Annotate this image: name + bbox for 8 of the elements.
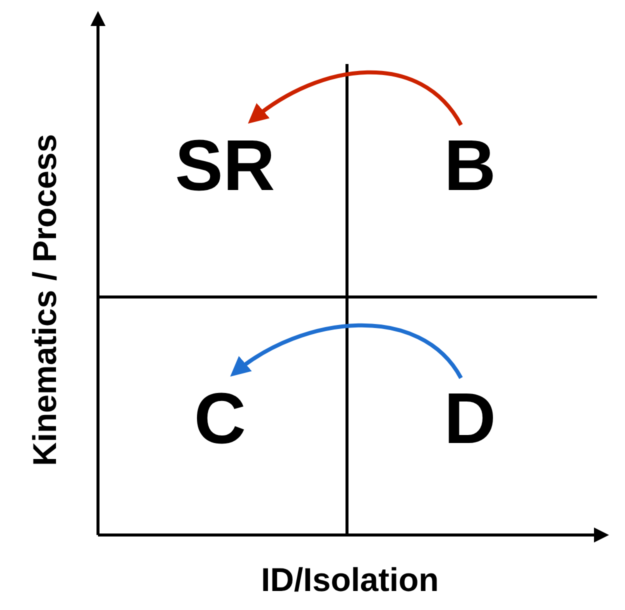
x-axis-title: ID/Isolation	[261, 562, 439, 598]
quadrant-label: D	[440, 390, 500, 448]
quadrant-label: C	[190, 390, 250, 448]
curved-arrow	[230, 323, 463, 380]
curved-arrow	[248, 70, 463, 126]
y-axis-title: Kinematics / Process	[27, 134, 63, 466]
quadrant-label: B	[440, 137, 500, 195]
quadrant-label: SR	[166, 137, 284, 195]
